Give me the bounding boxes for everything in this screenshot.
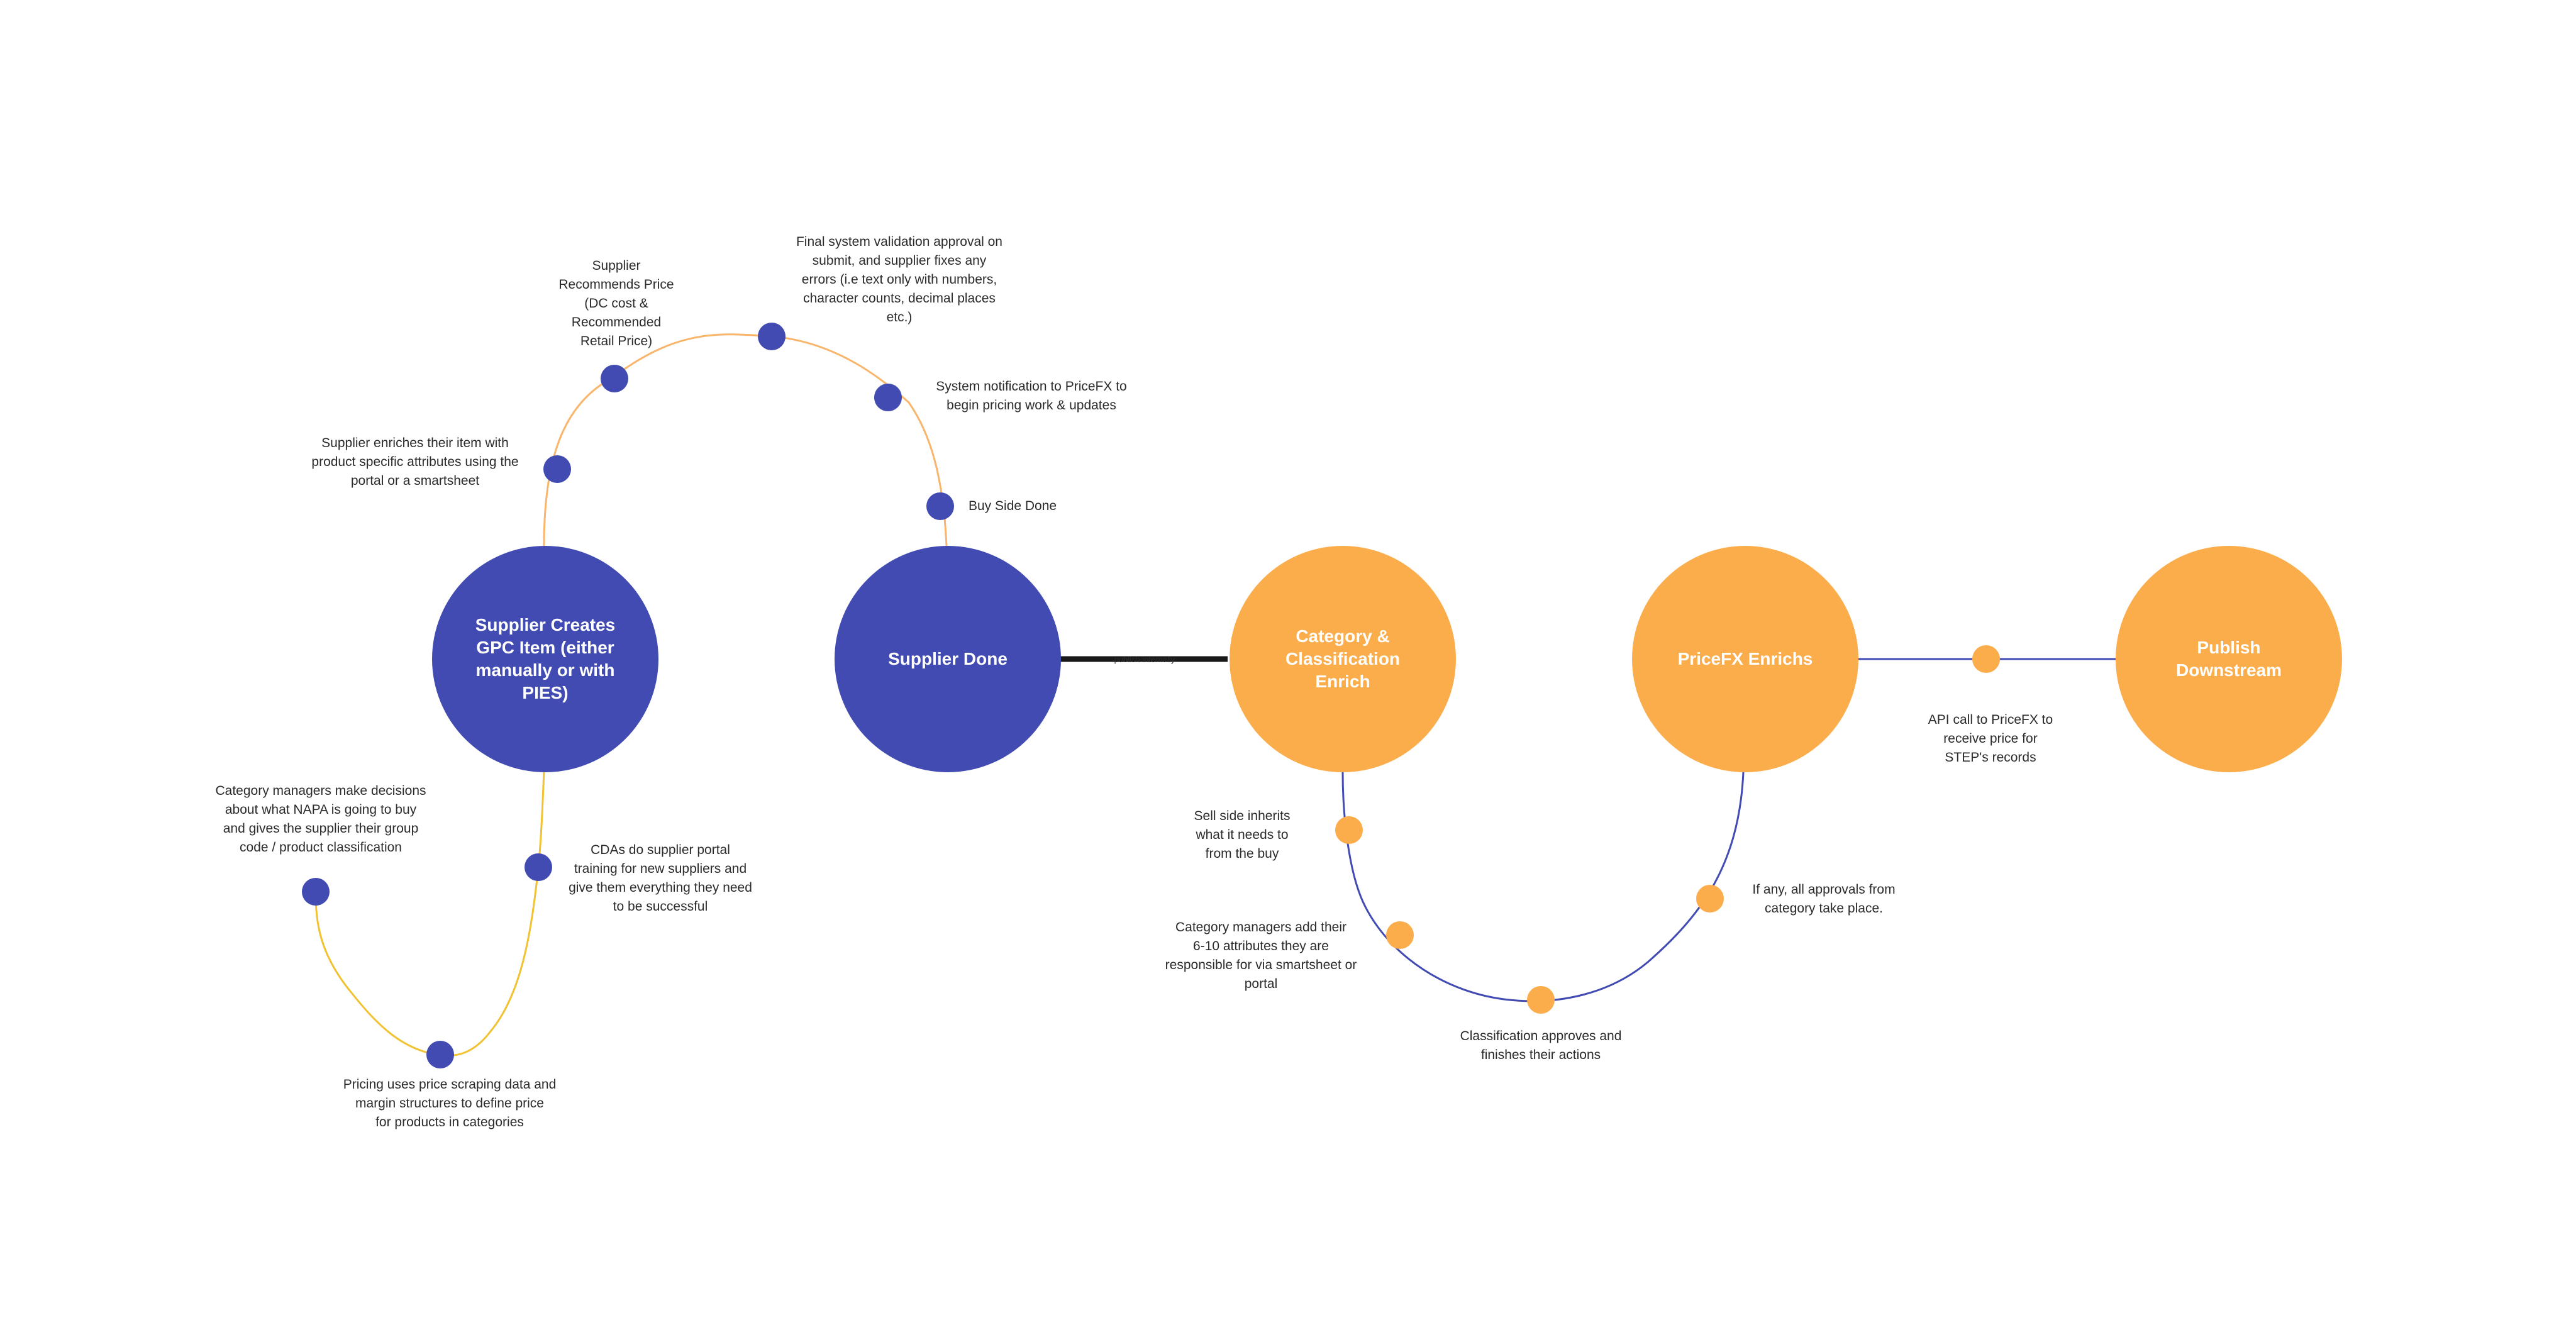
step-node-classification-approves[interactable]: [1527, 986, 1555, 1014]
stage-pricefx-enrichs-label: PriceFX Enrichs: [1677, 649, 1813, 668]
stage-supplier-done[interactable]: Supplier Done: [835, 546, 1061, 772]
step-node-sell-side-inherits[interactable]: [1335, 816, 1363, 844]
stage-publish-downstream-label: Publish Downstream: [2175, 638, 2282, 680]
label-sell-side-inherits: Sell side inherits what it needs to from…: [1194, 809, 1291, 861]
stage-publish-downstream[interactable]: Publish Downstream: [2116, 546, 2342, 772]
stage-pricefx-enrichs[interactable]: PriceFX Enrichs: [1632, 546, 1858, 772]
label-recommends-price: Supplier Recommends Price (DC cost & Rec…: [558, 258, 674, 348]
step-node-pricing-scraping[interactable]: [426, 1041, 454, 1068]
step-node-final-validation[interactable]: [758, 323, 786, 350]
step-node-cdas-training[interactable]: [525, 853, 552, 881]
buy-side-path: [543, 333, 948, 546]
stage-supplier-done-label: Supplier Done: [888, 649, 1008, 668]
label-final-validation: Final system validation approval on subm…: [796, 235, 1002, 324]
stage-supplier-creates[interactable]: Supplier Creates GPC Item (either manual…: [432, 546, 658, 772]
label-buy-side-done: Buy Side Done: [969, 499, 1057, 513]
stage-category-enrich-label: Category & Classification Enrich: [1285, 626, 1401, 691]
step-node-system-notification[interactable]: [874, 384, 902, 411]
label-category-managers-attributes: Category managers add their 6-10 attribu…: [1165, 920, 1357, 991]
stage-category-enrich[interactable]: Category & Classification Enrich: [1230, 546, 1456, 772]
label-pricing-scraping: Pricing uses price scraping data and mar…: [343, 1077, 557, 1129]
step-node-category-managers-decisions[interactable]: [302, 878, 330, 906]
connector-label: publish internally: [1114, 655, 1175, 664]
label-cdas-training: CDAs do supplier portal training for new…: [569, 843, 752, 914]
sell-side-path: [1341, 772, 1745, 1002]
step-node-recommends-price[interactable]: [601, 365, 628, 392]
label-enrich-attributes: Supplier enriches their item with produc…: [311, 436, 519, 488]
step-node-approvals-category[interactable]: [1696, 885, 1724, 912]
label-api-call: API call to PriceFX to receive price for…: [1928, 713, 2053, 765]
label-approvals-category: If any, all approvals from category take…: [1752, 882, 1896, 916]
label-category-managers-decisions: Category managers make decisions about w…: [215, 784, 426, 855]
step-node-api-call[interactable]: [1972, 645, 2000, 673]
step-node-buy-side-done[interactable]: [926, 492, 954, 520]
step-node-category-managers-attributes[interactable]: [1386, 921, 1414, 949]
label-system-notification: System notification to PriceFX to begin …: [936, 379, 1127, 413]
label-classification-approves: Classification approves and finishes the…: [1460, 1029, 1622, 1062]
step-node-enrich-attributes[interactable]: [543, 455, 571, 483]
stage-supplier-creates-label: Supplier Creates GPC Item (either manual…: [475, 615, 616, 702]
